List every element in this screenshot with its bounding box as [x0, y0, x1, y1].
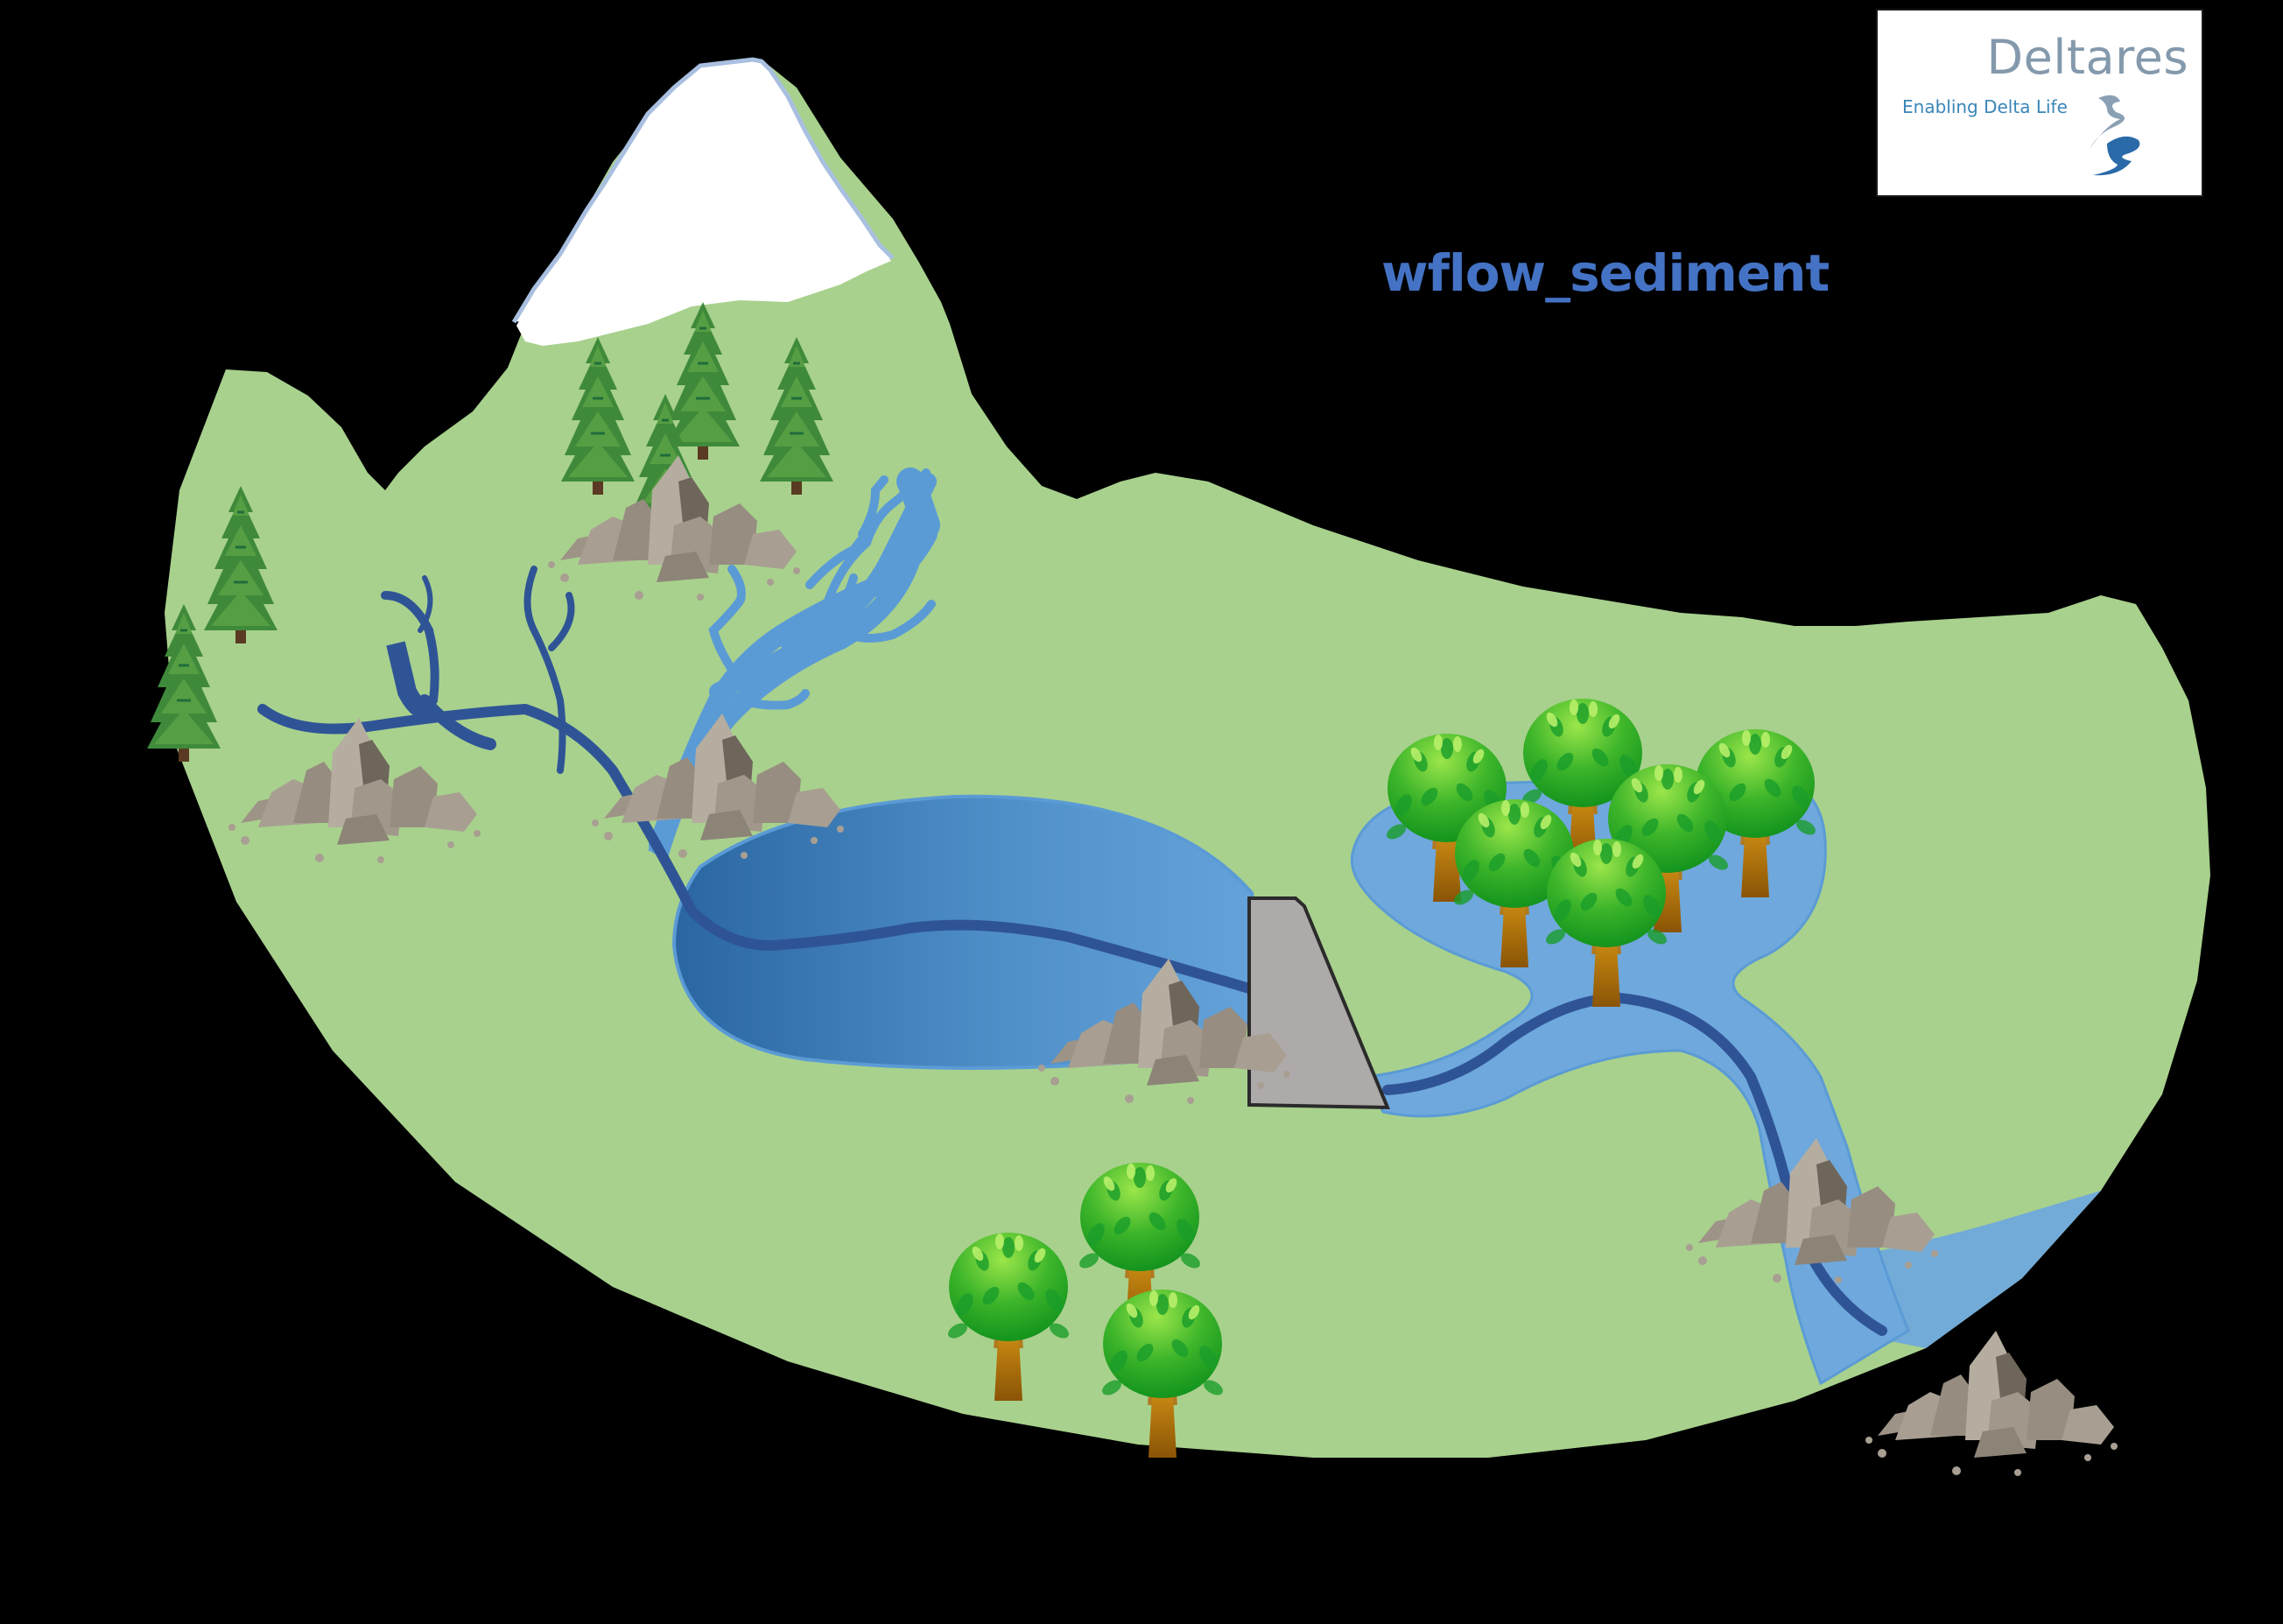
snow-cap-fill [516, 62, 891, 346]
deltares-wave-icon [2090, 95, 2140, 176]
logo-tagline: Enabling Delta Life [1902, 96, 2068, 117]
diagram-title: wflow_sediment [1381, 243, 1830, 303]
deltares-logo: Deltares Enabling Delta Life [1876, 9, 2203, 197]
logo-name: Deltares [1986, 30, 2188, 85]
